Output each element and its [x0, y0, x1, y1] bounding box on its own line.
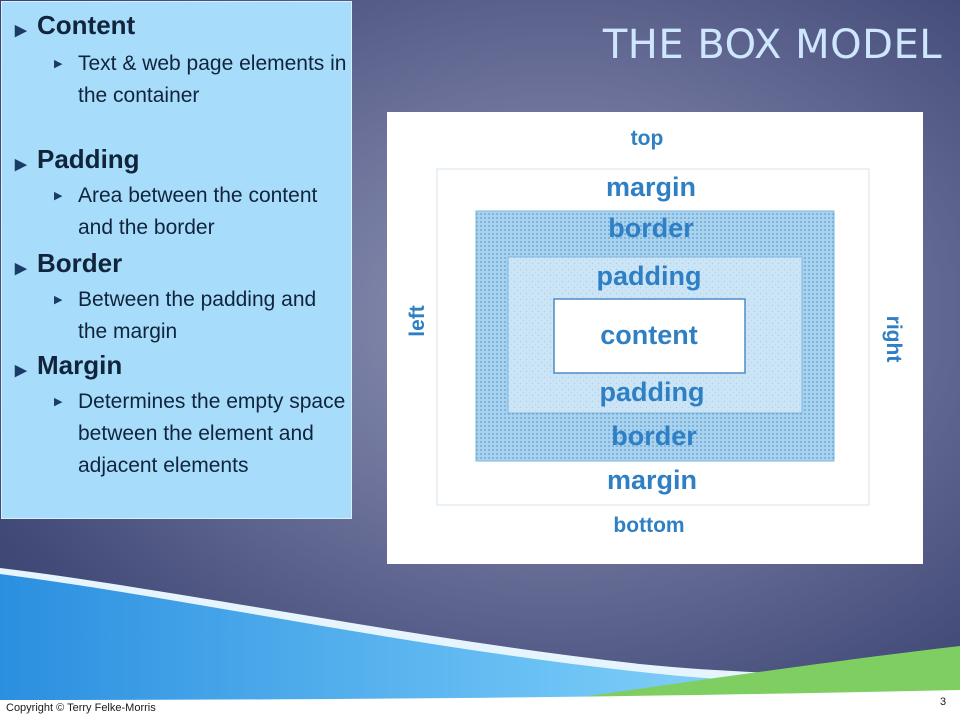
- bullet-heading: Content: [37, 10, 136, 40]
- label-border-bottom: border: [611, 421, 697, 451]
- bullet-detail: Area between the content and the border: [78, 184, 318, 239]
- triangle-bullet-icon: ▶: [54, 58, 63, 70]
- copyright-footer: Copyright © Terry Felke-Morris: [6, 702, 156, 714]
- bullet-detail: Text & web page elements in the containe…: [78, 52, 347, 107]
- triangle-bullet-icon: ▶: [54, 190, 63, 202]
- triangle-bullet-icon: ▶: [54, 294, 63, 306]
- bullet-detail: Determines the empty space between the e…: [78, 390, 346, 477]
- triangle-bullet-icon: ▶: [15, 156, 27, 173]
- label-padding-bottom: padding: [600, 377, 705, 407]
- box-model-diagram: top margin border padding content paddin…: [387, 112, 923, 564]
- bullet-detail: Between the padding and the margin: [78, 288, 317, 343]
- bullet-detail-item: ▶ Between the padding and the margin: [54, 284, 350, 348]
- content-area: [553, 298, 746, 374]
- triangle-bullet-icon: ▶: [15, 260, 27, 277]
- triangle-bullet-icon: ▶: [54, 396, 63, 408]
- label-padding-top: padding: [597, 261, 702, 291]
- slide-title: THE BOX MODEL: [602, 22, 942, 68]
- label-content: content: [600, 320, 698, 350]
- label-top: top: [631, 127, 664, 150]
- bullet-detail-item: ▶ Determines the empty space between the…: [54, 386, 350, 482]
- bullet-heading: Border: [37, 248, 123, 278]
- triangle-bullet-icon: ▶: [15, 362, 27, 379]
- bullet-heading: Margin: [37, 350, 123, 380]
- label-right: right: [882, 316, 905, 363]
- label-margin-bottom: margin: [607, 465, 697, 495]
- label-bottom: bottom: [613, 514, 684, 537]
- label-left: left: [406, 305, 429, 337]
- label-margin-top: margin: [606, 172, 696, 202]
- bullet-detail-item: ▶ Text & web page elements in the contai…: [54, 48, 350, 112]
- bullet-heading: Padding: [37, 144, 140, 174]
- bullet-detail-item: ▶ Area between the content and the borde…: [54, 180, 350, 244]
- bullet-panel: ▶ Content ▶ Text & web page elements in …: [1, 1, 352, 519]
- triangle-bullet-icon: ▶: [15, 22, 27, 39]
- page-number: 3: [940, 696, 947, 708]
- label-border-top: border: [608, 213, 694, 243]
